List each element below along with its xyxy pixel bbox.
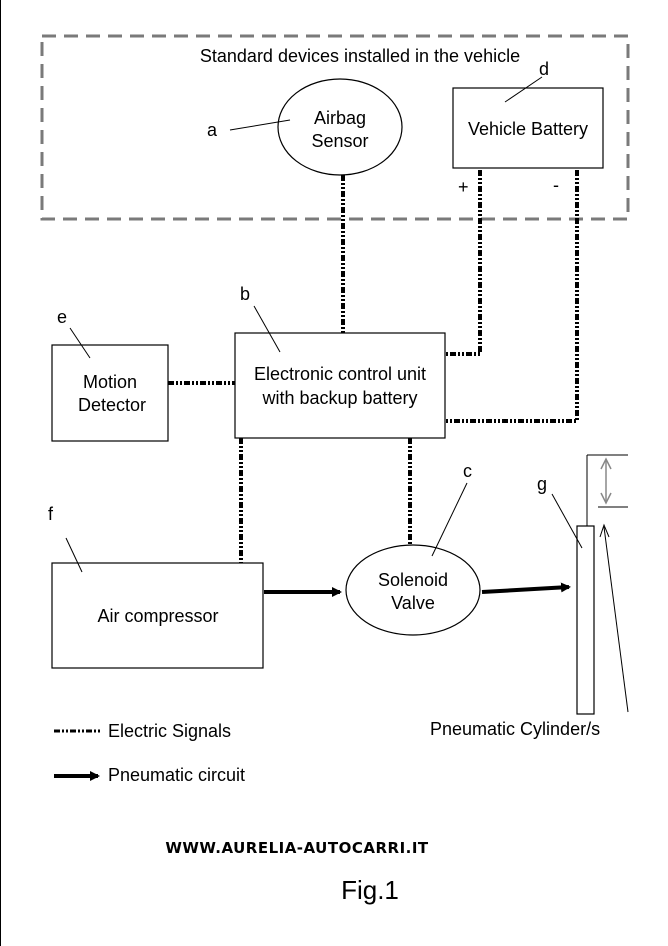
- leader-f: [65, 537, 83, 573]
- leader-b: [253, 305, 281, 353]
- leader-cylinder-arrowhead: [599, 523, 610, 538]
- vehicle-battery-node: [452, 87, 604, 169]
- figure-caption: Fig.1: [341, 875, 399, 905]
- airbag-sensor-label-1: Airbag: [314, 108, 366, 128]
- battery-plus: +: [458, 177, 469, 197]
- letter-c: c: [463, 461, 472, 481]
- legend-electric-label: Electric Signals: [108, 721, 231, 741]
- letter-e: e: [57, 307, 67, 327]
- letter-a: a: [207, 120, 218, 140]
- motion-detector-label-2: Detector: [78, 395, 146, 415]
- wire-battery-minus-to-ecu: [445, 170, 579, 423]
- leader-a: [229, 119, 291, 131]
- motion-detector-label-1: Motion: [83, 372, 137, 392]
- leader-d: [504, 76, 543, 103]
- ecu-label-1: Electronic control unit: [254, 364, 426, 384]
- letter-b: b: [240, 284, 250, 304]
- vehicle-battery-label: Vehicle Battery: [468, 119, 588, 139]
- letter-f: f: [48, 504, 54, 524]
- ecu-label-2: with backup battery: [261, 388, 417, 408]
- leader-c: [431, 482, 468, 557]
- website-footer: WWW.AURELIA-AUTOCARRI.IT: [165, 839, 429, 857]
- pneumatic-cylinder-body: [576, 525, 595, 715]
- motion-detector-node: [51, 344, 169, 442]
- standard-devices-group: [40, 34, 630, 221]
- pneumatic-valve-to-cylinder: [481, 582, 571, 594]
- wire-battery-plus-to-ecu: [445, 170, 482, 356]
- leader-cylinder-label: [603, 526, 629, 713]
- group-title: Standard devices installed in the vehicl…: [200, 46, 520, 66]
- cylinder-travel-arrow: [600, 457, 612, 505]
- airbag-sensor-label-2: Sensor: [311, 131, 368, 151]
- legend-pneumatic-label: Pneumatic circuit: [108, 765, 245, 785]
- letter-d: d: [539, 59, 549, 79]
- air-compressor-node: [51, 562, 264, 669]
- page-border: [0, 0, 1, 946]
- battery-minus: -: [553, 175, 559, 195]
- ecu-node: [234, 332, 446, 439]
- solenoid-valve-node: [345, 544, 481, 636]
- air-compressor-label: Air compressor: [97, 606, 218, 626]
- letter-g: g: [537, 474, 547, 494]
- pneumatic-cylinder-label: Pneumatic Cylinder/s: [430, 719, 600, 739]
- solenoid-valve-label-2: Valve: [391, 593, 435, 613]
- solenoid-valve-label-1: Solenoid: [378, 570, 448, 590]
- leader-g: [551, 493, 583, 549]
- airbag-sensor-node: [277, 78, 403, 176]
- leader-e: [69, 327, 91, 359]
